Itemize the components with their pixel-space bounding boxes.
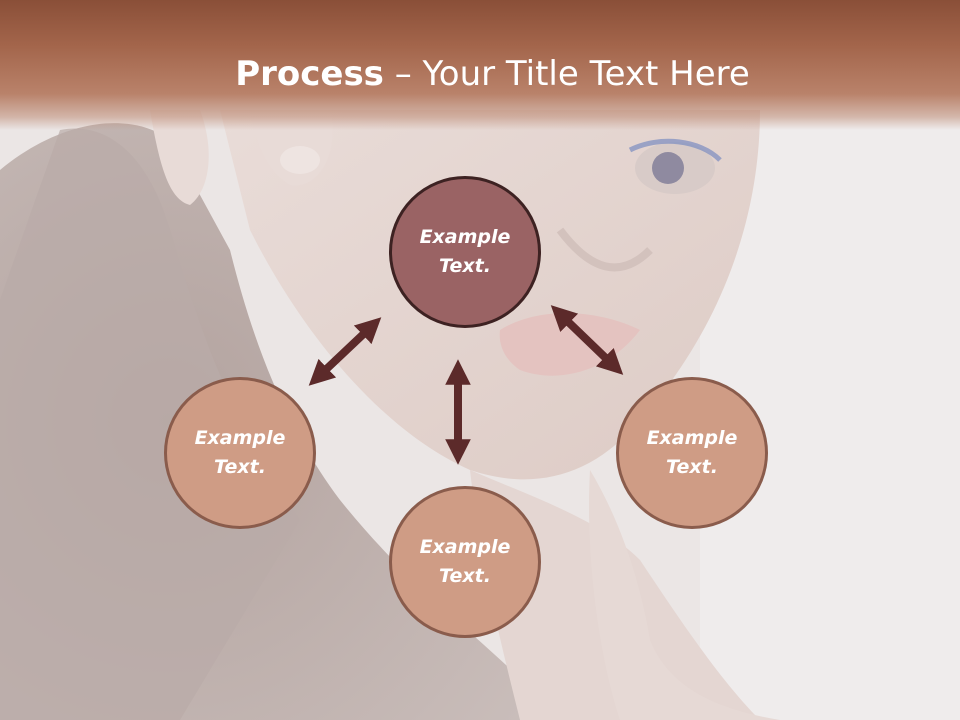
process-node-top: Example Text. <box>389 176 541 328</box>
node-bottom-line1: Example <box>419 536 511 558</box>
node-left-line2: Text. <box>214 456 266 478</box>
node-top-line1: Example <box>419 226 511 248</box>
process-node-right: Example Text. <box>616 377 768 529</box>
title-bar <box>0 0 960 130</box>
arrow-top-left <box>308 317 382 386</box>
title-bold-part: Process <box>235 54 384 94</box>
node-right-line2: Text. <box>666 456 718 478</box>
node-bottom-line2: Text. <box>439 565 491 587</box>
node-left-line1: Example <box>194 427 286 449</box>
process-node-left: Example Text. <box>164 377 316 529</box>
process-node-bottom: Example Text. <box>389 486 541 638</box>
node-top-line2: Text. <box>439 255 491 277</box>
slide-title: Process – Your Title Text Here <box>0 52 960 96</box>
arrow-top-right <box>550 305 624 375</box>
node-right-line1: Example <box>646 427 738 449</box>
title-rest-part: – Your Title Text Here <box>383 54 750 94</box>
